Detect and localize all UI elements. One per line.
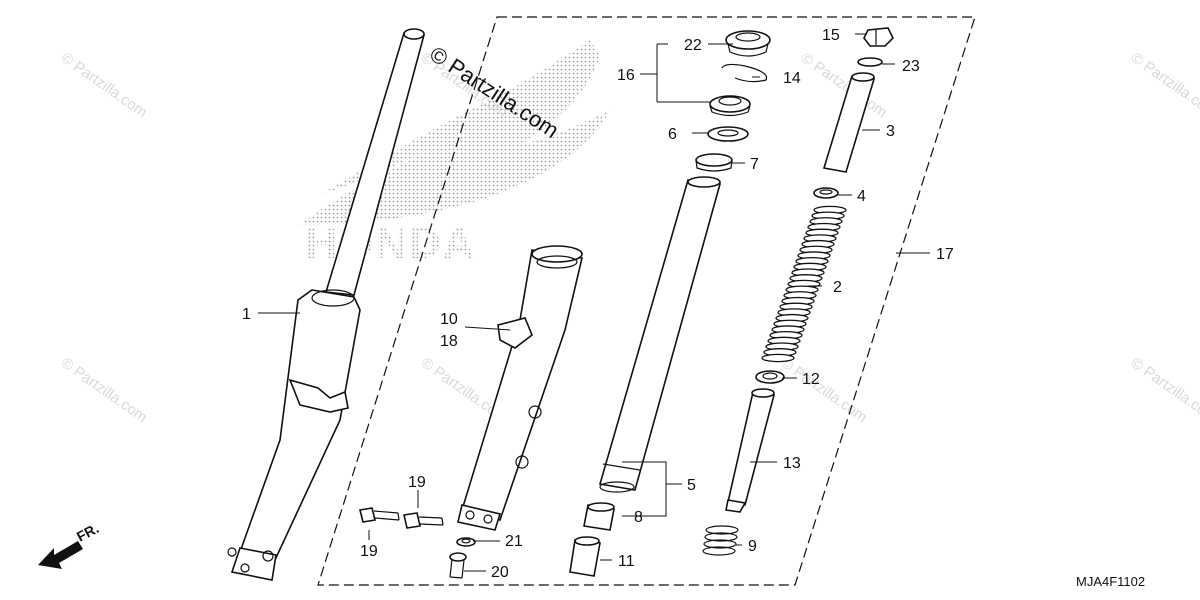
oil-seal-part-16: [709, 95, 751, 117]
fork-inner-assembly-outline: [317, 16, 976, 586]
piston-ring-part-12: [755, 370, 785, 384]
stopper-ring-part-14: [721, 63, 768, 83]
washer-part-21: [456, 537, 476, 547]
o-ring-part-23: [857, 57, 883, 67]
watermark-text: © Partzilla.com: [778, 354, 871, 426]
callout-20: 20: [491, 564, 509, 581]
callout-21: 21: [505, 533, 523, 550]
bolt-part-20: [449, 552, 467, 579]
callout-15: 15: [822, 27, 840, 44]
callout-19-upper: 19: [408, 474, 426, 491]
callout-12: 12: [802, 371, 820, 388]
callout-6: 6: [668, 126, 677, 143]
front-direction-label: FR.: [74, 520, 101, 545]
fork-bolt-part-15: [863, 27, 894, 47]
callout-3: 3: [886, 123, 895, 140]
fork-piston-part-13: [725, 388, 776, 513]
front-direction-arrow: FR.: [38, 520, 101, 569]
watermark-text: © Partzilla.com: [1128, 354, 1200, 426]
callout-5: 5: [687, 477, 696, 494]
watermark-text: © Partzilla.com: [1128, 49, 1200, 121]
back-up-ring-part-6: [707, 126, 749, 142]
spacer-part-3: [822, 72, 876, 173]
dust-seal-part-22: [725, 30, 771, 57]
fork-assembly-part-1: [227, 28, 426, 581]
fork-slider-part-10: [457, 245, 583, 531]
callout-8: 8: [634, 509, 643, 526]
watermark-text: © Partzilla.com: [58, 354, 151, 426]
spring-seat-part-4: [813, 187, 839, 199]
callout-17: 17: [936, 246, 954, 263]
callout-numbers: 1 2 3 4 5 6 7 8 9 10 11 12 13 14 15 16 1…: [242, 27, 954, 581]
watermark-text: © Partzilla.com: [58, 49, 151, 121]
slider-bushing-part-7: [695, 153, 733, 172]
socket-bolt-part-19-left: [359, 507, 400, 523]
callout-1: 1: [242, 306, 251, 323]
honda-logo-text: HONDA: [305, 219, 476, 268]
callout-10: 10: [440, 311, 458, 328]
leader-lines: [258, 33, 930, 572]
callout-16: 16: [617, 67, 635, 84]
callout-13: 13: [783, 455, 801, 472]
callout-7: 7: [750, 156, 759, 173]
callout-9: 9: [748, 538, 757, 555]
background-watermarks: © Partzilla.com © Partzilla.com © Partzi…: [58, 49, 1200, 426]
callout-4: 4: [857, 188, 866, 205]
callout-14: 14: [783, 70, 801, 87]
fork-tube-part-5: [598, 176, 722, 493]
callout-2: 2: [833, 279, 842, 296]
callout-11: 11: [618, 553, 635, 570]
rebound-spring-part-9: [702, 525, 739, 556]
callout-18: 18: [440, 333, 458, 350]
socket-bolt-part-19-right: [403, 512, 444, 529]
callout-19-lower: 19: [360, 543, 378, 560]
oil-lock-piece-part-11: [569, 536, 601, 577]
callout-23: 23: [902, 58, 920, 75]
callout-22: 22: [684, 37, 702, 54]
bushing-part-8: [583, 502, 615, 531]
diagram-code: MJA4F1102: [1076, 574, 1145, 589]
spring-coil: [761, 353, 795, 363]
